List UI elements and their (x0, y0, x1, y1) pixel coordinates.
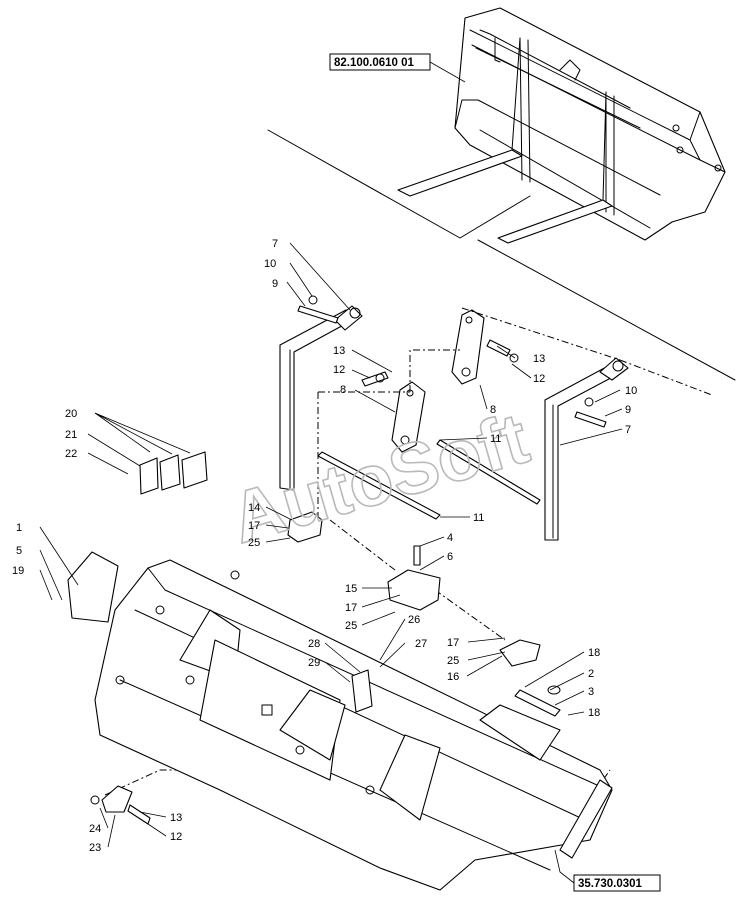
label-23: 23 (89, 842, 101, 854)
callout-labels: 7 10 9 13 12 8 13 12 10 9 7 8 11 11 20 2… (12, 238, 637, 854)
label-10-left: 10 (264, 258, 276, 270)
label-19: 19 (12, 565, 24, 577)
separator-line (267, 129, 736, 381)
latch-14 (287, 511, 323, 543)
label-29: 29 (308, 657, 320, 669)
fork-right (544, 357, 629, 541)
label-22: 22 (65, 448, 77, 460)
latch-16 (499, 639, 541, 667)
ref-top-text: 82.100.0610 01 (334, 57, 415, 69)
label-17-c: 17 (447, 637, 459, 649)
hinge-parts-23-24 (90, 785, 151, 825)
label-9-left: 9 (272, 278, 278, 290)
label-17-a: 17 (248, 520, 260, 532)
fork-left (279, 305, 363, 491)
label-25-c: 25 (447, 655, 459, 667)
label-8-right: 8 (490, 404, 496, 416)
wear-plate-1 (67, 551, 119, 623)
fork-assembly-drawing (397, 7, 726, 244)
shaft-11-right (436, 439, 541, 505)
label-7-right: 7 (625, 424, 631, 436)
label-24: 24 (89, 823, 101, 835)
bolt-9-left (297, 295, 339, 324)
label-12-right: 12 (533, 373, 545, 385)
label-11-lower: 11 (473, 512, 484, 524)
label-8-left: 8 (340, 384, 346, 396)
bolt-9-right (574, 397, 607, 428)
leader-lines (39, 242, 623, 848)
label-25-a: 25 (248, 537, 260, 549)
label-13-right: 13 (533, 353, 545, 365)
label-11-upper: 11 (490, 433, 501, 445)
wear-pads-20 (139, 451, 208, 495)
label-26: 26 (408, 614, 420, 626)
bolt-4 (413, 545, 421, 566)
label-17-b: 17 (345, 602, 357, 614)
label-10-right: 10 (625, 385, 637, 397)
label-4: 4 (447, 532, 453, 544)
label-21: 21 (65, 429, 77, 441)
ref-box-top: 82.100.0610 01 (329, 53, 466, 83)
label-16: 16 (447, 671, 459, 683)
label-25-b: 25 (345, 620, 357, 632)
shaft-2 (514, 685, 561, 717)
label-14: 14 (248, 502, 260, 514)
label-7-left: 7 (272, 238, 278, 250)
bucket-drawing (94, 559, 613, 891)
shaft-11-long (317, 451, 441, 520)
bracket-8-right (451, 309, 485, 385)
label-1: 1 (16, 522, 22, 534)
label-3: 3 (588, 686, 594, 698)
label-13-bottom: 13 (170, 812, 182, 824)
ref-bottom-text: 35.730.0301 (578, 878, 643, 890)
label-9-right: 9 (625, 404, 631, 416)
label-18-a: 18 (588, 647, 600, 659)
shim-28 (351, 669, 373, 713)
label-12-left: 12 (333, 364, 345, 376)
label-13-left: 13 (333, 345, 345, 357)
label-20: 20 (65, 408, 77, 420)
label-28: 28 (308, 638, 320, 650)
ref-box-bottom: 35.730.0301 (554, 849, 661, 892)
label-18-b: 18 (588, 707, 600, 719)
label-2: 2 (588, 668, 594, 680)
label-5: 5 (16, 545, 22, 557)
label-27: 27 (415, 638, 427, 650)
label-15: 15 (345, 583, 357, 595)
label-6: 6 (447, 551, 453, 563)
watermark: AutoSoft (223, 398, 537, 559)
label-12-bottom: 12 (170, 831, 182, 843)
pin-12-13 (361, 339, 519, 387)
latch-15 (387, 569, 441, 611)
